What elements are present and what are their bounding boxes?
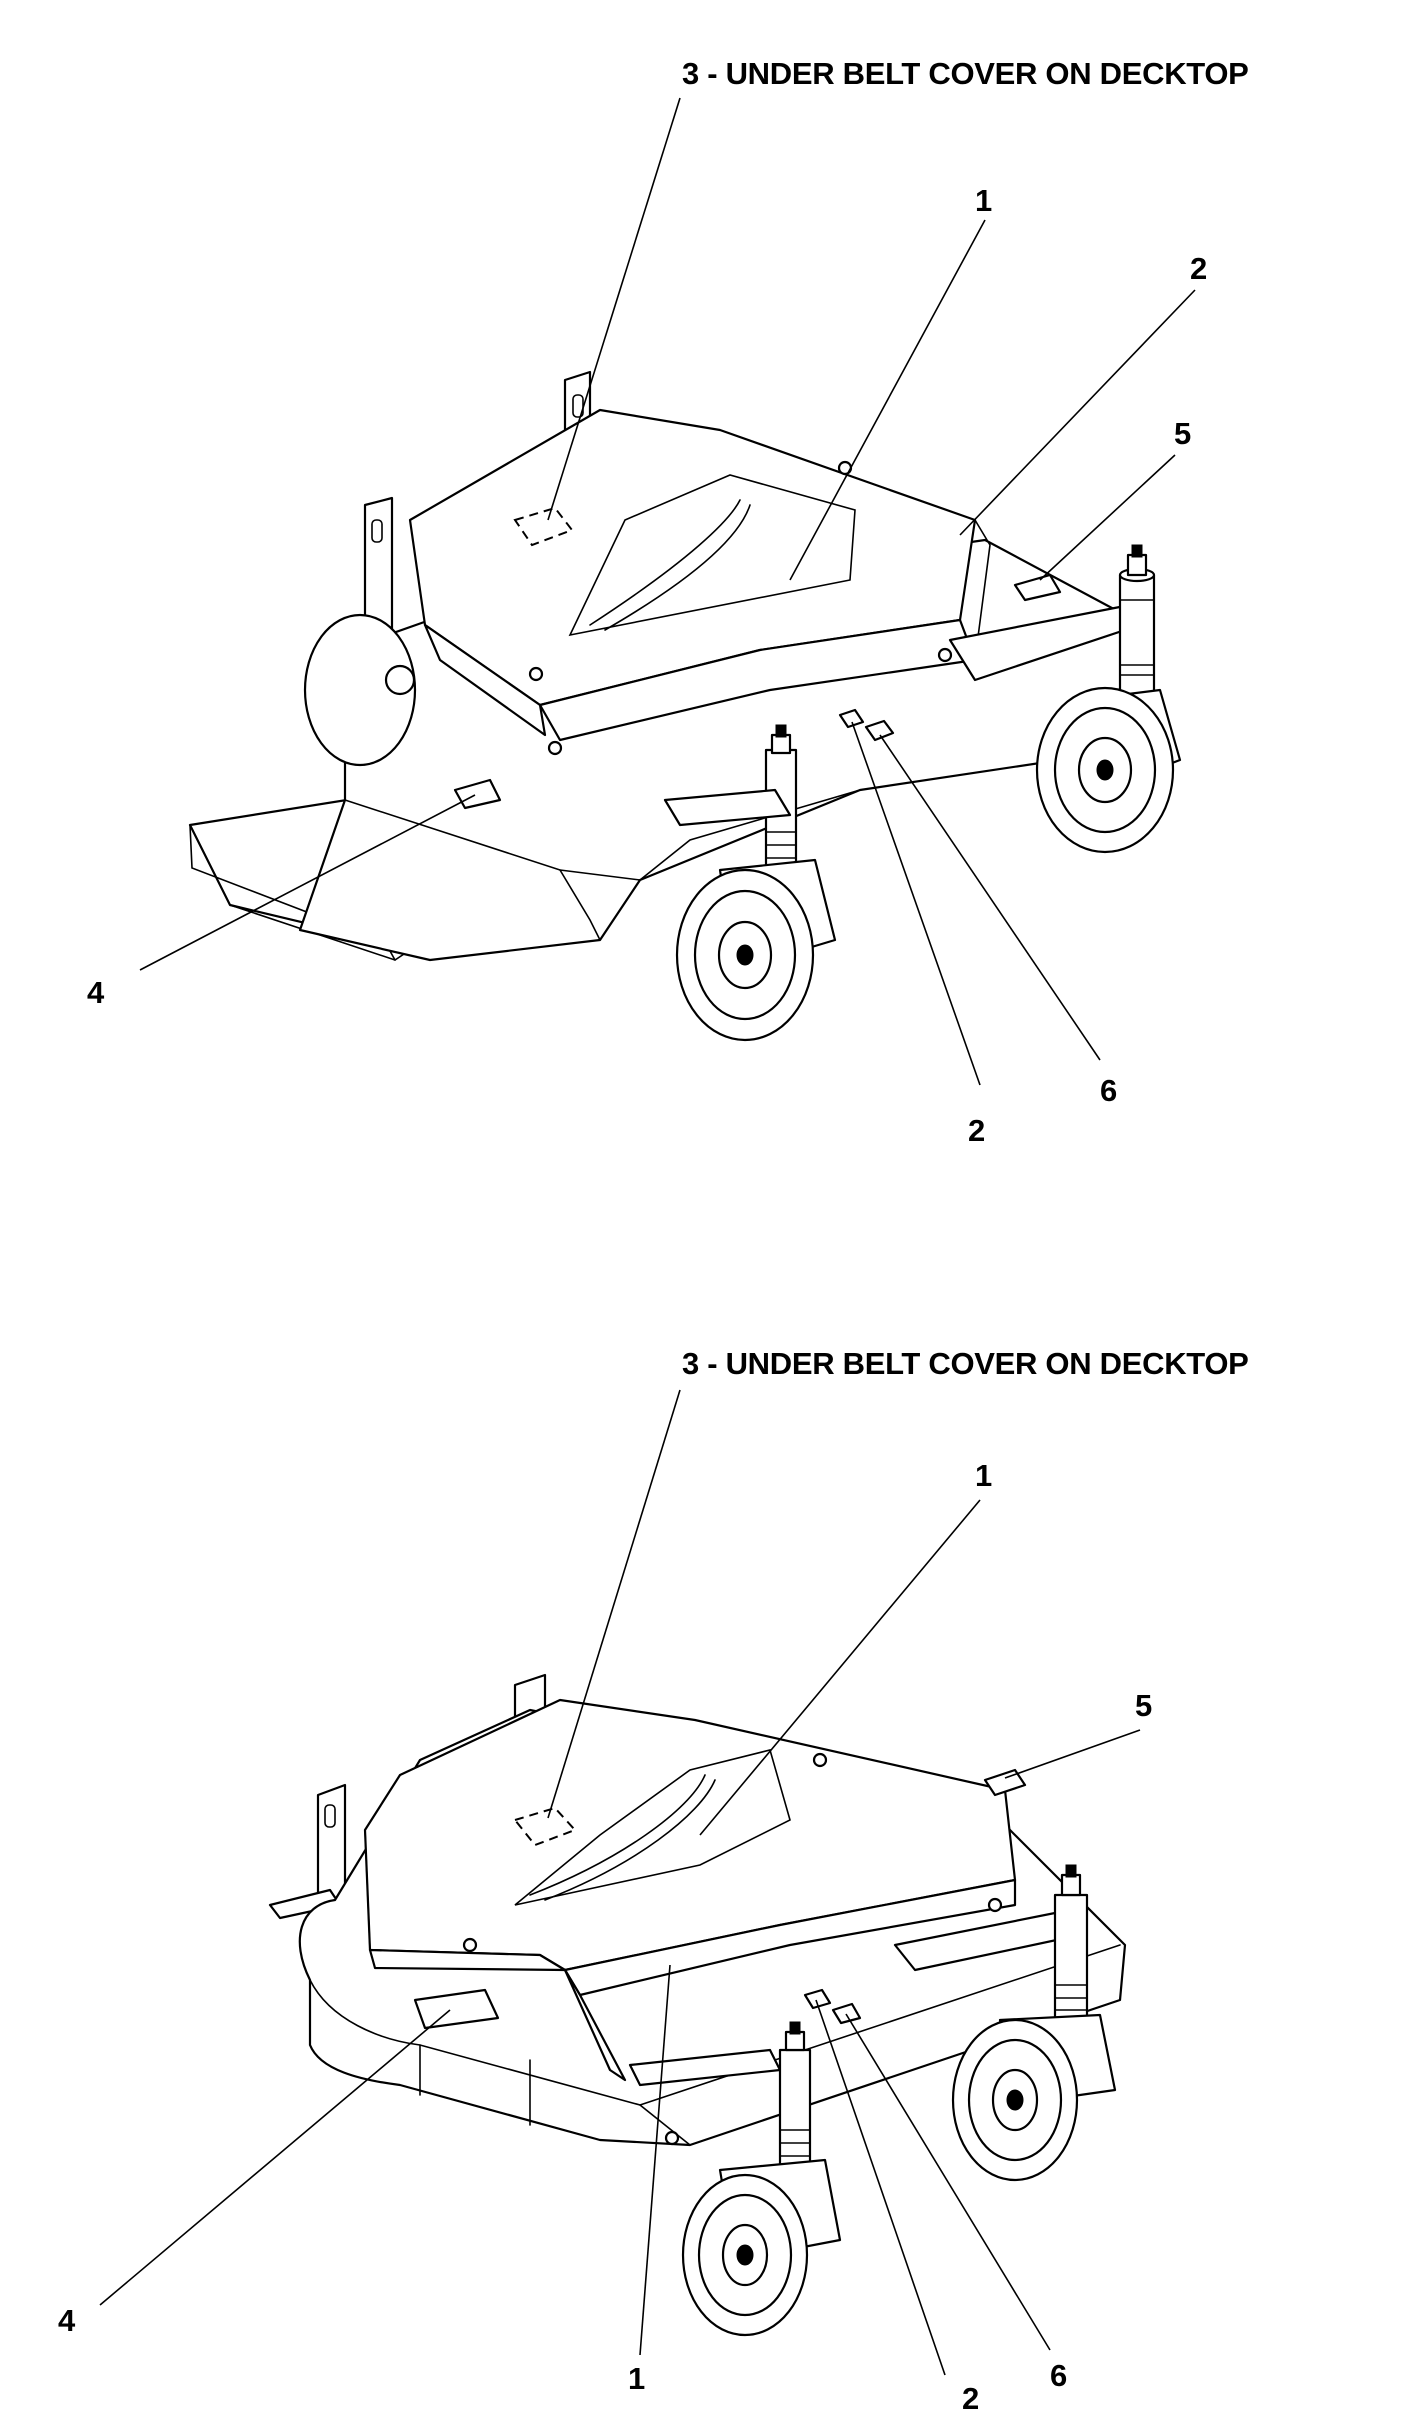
top-callout-6: 6 bbox=[1100, 1073, 1118, 1108]
left-caster-arm bbox=[663, 788, 792, 827]
leader-1-top bbox=[789, 219, 986, 581]
top-callout-2b: 2 bbox=[968, 1113, 986, 1148]
bottom-mower-deck-drawing bbox=[99, 1389, 1141, 2376]
leader-4-top bbox=[139, 794, 476, 971]
decal-4-b bbox=[413, 1988, 500, 2030]
decal-5-b bbox=[983, 1768, 1027, 1797]
bottom-callout-1b: 1 bbox=[628, 2361, 646, 2396]
top-callout-5: 5 bbox=[1174, 416, 1192, 451]
bottom-callout-1a: 1 bbox=[975, 1458, 993, 1493]
decal-6-top bbox=[864, 719, 895, 742]
decal-2-top bbox=[838, 708, 865, 729]
bottom-view-title: 3 - UNDER BELT COVER ON DECKTOP bbox=[682, 1346, 1249, 1381]
leader-1a-bottom bbox=[699, 1499, 981, 1836]
leader-3-top bbox=[547, 97, 681, 521]
decal-6-b bbox=[831, 2002, 862, 2025]
hidden-decal-3 bbox=[513, 506, 574, 547]
left-pulley-housing bbox=[303, 613, 417, 767]
hidden-decal-3-b bbox=[513, 1806, 577, 1847]
decal-5-top bbox=[1013, 573, 1062, 602]
leader-4-bottom bbox=[99, 2009, 451, 2306]
left-caster-post-b bbox=[778, 2048, 812, 2172]
right-caster-post bbox=[1118, 573, 1156, 697]
leader-2b-top bbox=[851, 721, 981, 1086]
leader-5-bottom bbox=[1004, 1729, 1141, 1779]
top-callout-2a: 2 bbox=[1190, 251, 1208, 286]
bottom-callout-4: 4 bbox=[58, 2303, 76, 2338]
bottom-callout-6: 6 bbox=[1050, 2358, 1068, 2393]
bottom-callout-5: 5 bbox=[1135, 1688, 1153, 1723]
leader-2-bottom bbox=[815, 1999, 946, 2376]
belt-cover-decal-b bbox=[514, 1749, 791, 1906]
top-callout-1: 1 bbox=[975, 183, 993, 218]
decal-2-b bbox=[803, 1988, 832, 2010]
top-callout-4: 4 bbox=[87, 975, 105, 1010]
right-caster-post-b bbox=[1053, 1893, 1089, 2027]
leader-2-top bbox=[959, 289, 1196, 536]
leader-6-bottom bbox=[845, 2013, 1051, 2351]
top-view-title: 3 - UNDER BELT COVER ON DECKTOP bbox=[682, 56, 1249, 91]
bottom-callout-2: 2 bbox=[962, 2381, 980, 2416]
top-mower-deck-drawing bbox=[139, 97, 1196, 1086]
leader-5-top bbox=[1039, 454, 1176, 581]
leader-3-bottom bbox=[547, 1389, 681, 1819]
leader-1b-bottom bbox=[639, 1964, 671, 2356]
belt-cover-decal bbox=[568, 474, 856, 637]
leader-6-top bbox=[879, 734, 1101, 1061]
